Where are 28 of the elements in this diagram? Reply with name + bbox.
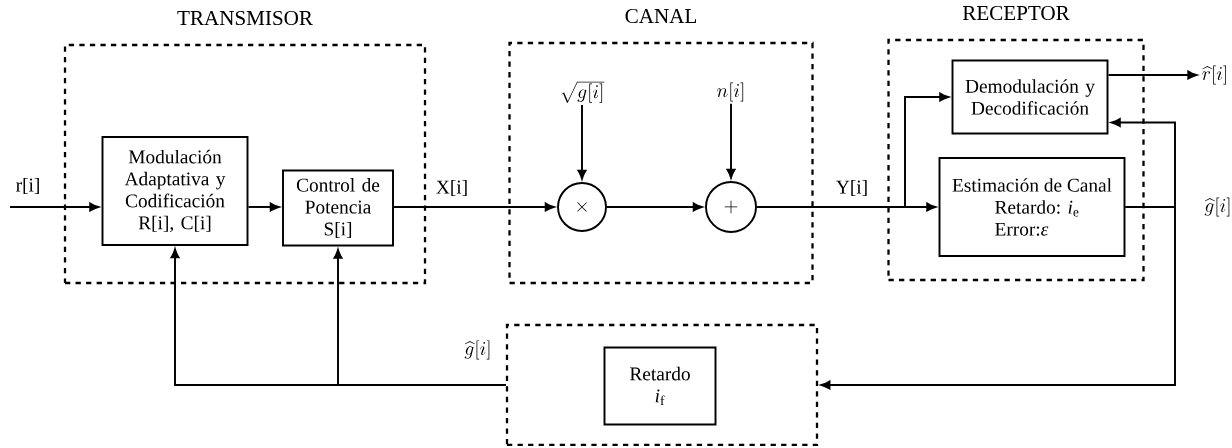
signal-label: $n[i]$ bbox=[717, 82, 744, 102]
section-title: RECEPTOR bbox=[962, 5, 1070, 21]
arrow bbox=[393, 202, 555, 212]
arrow bbox=[606, 202, 703, 212]
process-box: Control de Potencia S[i] bbox=[282, 169, 394, 247]
edge-label: $\widehat{g}[i]$ bbox=[462, 338, 494, 362]
edge-label: Y[i] bbox=[834, 178, 870, 198]
arrow bbox=[9, 202, 99, 212]
arrow bbox=[756, 202, 936, 212]
arrow bbox=[1107, 70, 1198, 80]
section-title: CANAL bbox=[625, 8, 697, 24]
section-title: TRANSMISOR bbox=[177, 10, 313, 26]
process-box: Estimación de Canal Retardo: i$_{e}$ Error:ε bbox=[938, 157, 1126, 257]
arrow bbox=[1111, 118, 1176, 208]
arrow bbox=[726, 102, 736, 179]
arrow bbox=[820, 206, 1176, 390]
arrow bbox=[577, 104, 587, 180]
output-label: $\widehat{r}[i]$ bbox=[1202, 65, 1226, 85]
edge-label: r[i] bbox=[13, 176, 43, 196]
arrow bbox=[333, 249, 507, 386]
edge-label: X[i] bbox=[434, 178, 470, 198]
arrow bbox=[247, 202, 280, 212]
signal-label: $\sqrt{g[i]}$ bbox=[561, 81, 605, 103]
edge-label: $\widehat{g}[i]$ bbox=[1202, 195, 1232, 219]
process-box: Demodulación y Decodificación bbox=[951, 59, 1109, 135]
process-box: Retardo i$_{f}$ bbox=[603, 346, 717, 426]
process-box: Modulación Adaptativa y Codificación R[i], C[i] bbox=[101, 136, 249, 246]
dashed-frame bbox=[505, 323, 819, 447]
